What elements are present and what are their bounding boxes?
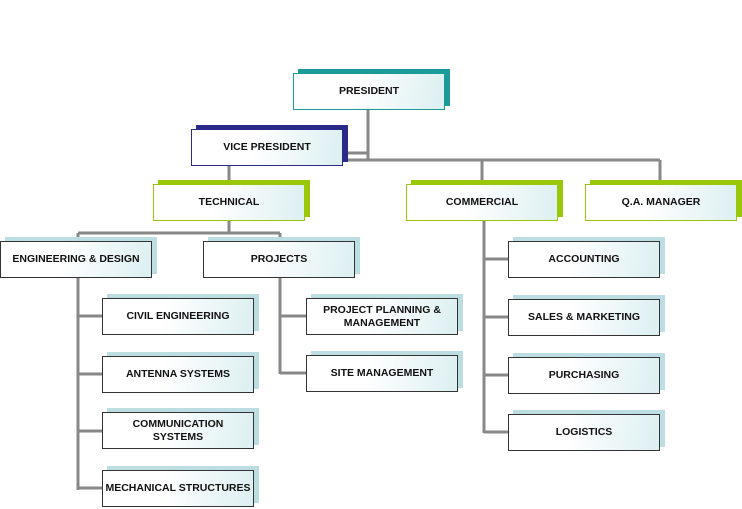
node-commercial: COMMERCIAL	[406, 180, 563, 221]
node-project-planning: PROJECT PLANNING & MANAGEMENT	[306, 294, 463, 335]
node-president: PRESIDENT	[293, 69, 450, 110]
node-mechanical-structures: MECHANICAL STRUCTURES	[102, 466, 259, 507]
connector-commercial-units	[482, 221, 508, 434]
node-site-management: SITE MANAGEMENT	[306, 351, 463, 392]
node-antenna-systems: ANTENNA SYSTEMS	[102, 352, 259, 393]
node-vice-president: VICE PRESIDENT	[191, 125, 348, 166]
node-qa-manager: Q.A. MANAGER	[585, 180, 742, 221]
node-logistics: LOGISTICS	[508, 410, 665, 451]
node-engineering-design: ENGINEERING & DESIGN	[0, 237, 157, 278]
connector-projects	[278, 278, 306, 375]
node-technical: TECHNICAL	[153, 180, 310, 221]
connector-engineering	[76, 278, 102, 490]
node-projects: PROJECTS	[203, 237, 360, 278]
node-civil-engineering: CIVIL ENGINEERING	[102, 294, 259, 335]
connector-technical-bus	[76, 221, 282, 240]
node-accounting: ACCOUNTING	[508, 237, 665, 278]
node-communication-systems: COMMUNICATION SYSTEMS	[102, 408, 259, 449]
node-sales-marketing: SALES & MARKETING	[508, 295, 665, 336]
node-purchasing: PURCHASING	[508, 353, 665, 394]
